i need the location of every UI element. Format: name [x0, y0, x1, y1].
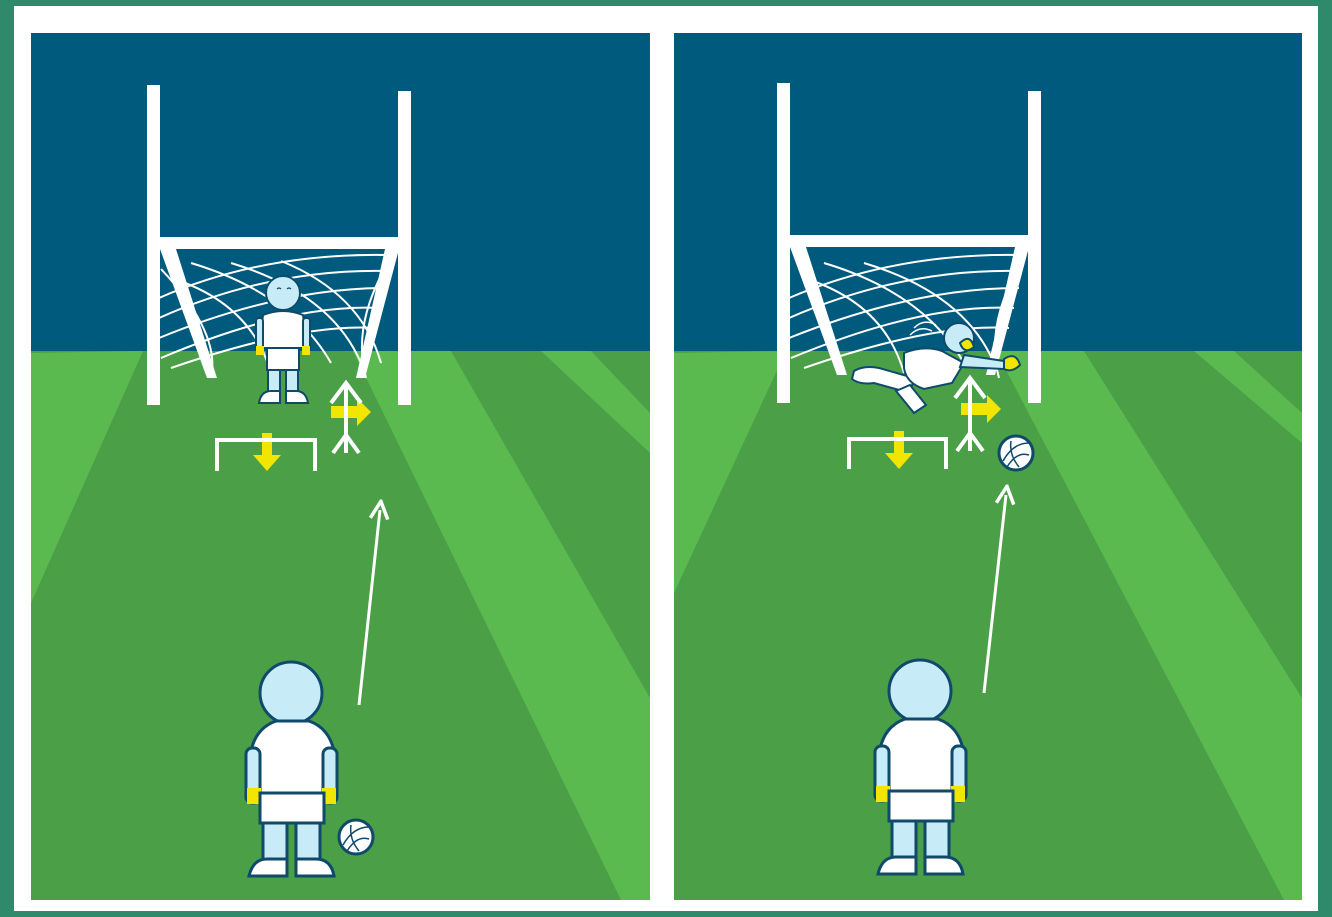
penalty-scene-left-svg [31, 33, 650, 900]
football [339, 820, 373, 854]
sky [31, 33, 650, 353]
sky [674, 33, 1302, 353]
penalty-scene-right [674, 33, 1302, 900]
penalty-scene-right-svg [674, 33, 1302, 900]
penalty-scene-left [31, 33, 650, 900]
football [999, 436, 1033, 470]
